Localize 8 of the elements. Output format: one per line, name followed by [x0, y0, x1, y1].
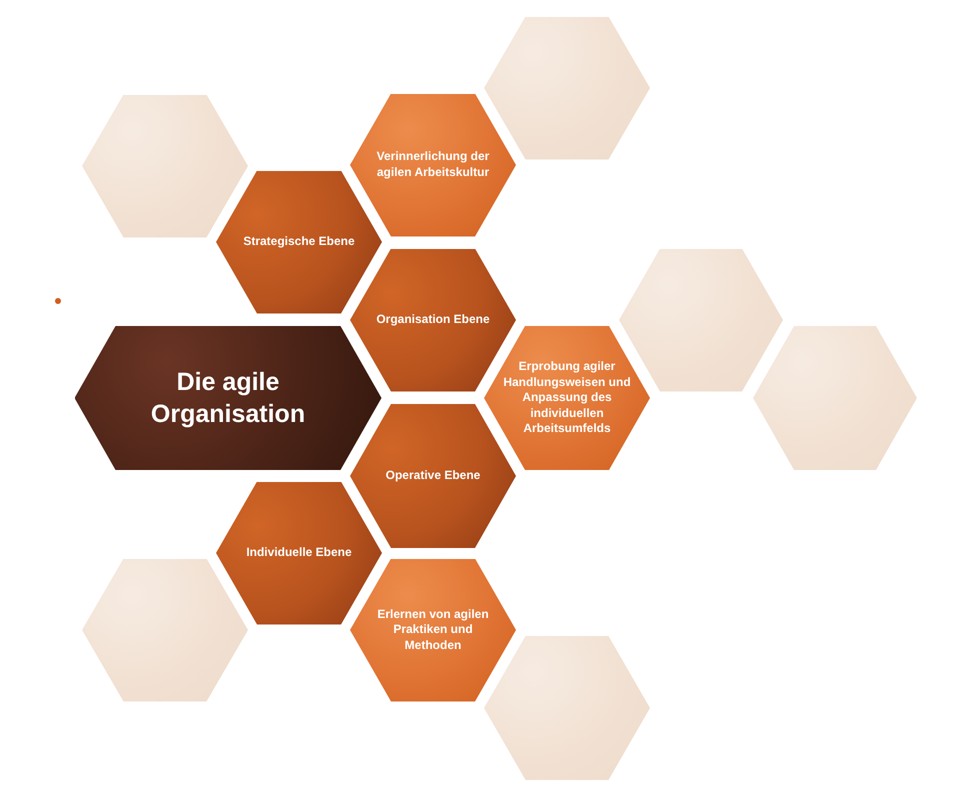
tile-label: Die agile Organisation: [150, 366, 306, 430]
tile-label: Individuelle Ebene: [246, 545, 352, 561]
tile-label: Strategische Ebene: [243, 234, 355, 250]
tile-label: Organisation Ebene: [376, 312, 490, 328]
tile-label: Erlernen von agilen Praktiken und Methoden: [376, 606, 490, 654]
tile-label: Erprobung agiler Handlungsweisen und Anpassung des individuellen Arbeitsumfelds: [502, 359, 632, 437]
tile-label: Verinnerlichung der agilen Arbeitskultur: [376, 149, 490, 181]
tile-label: Operative Ebene: [386, 468, 480, 484]
